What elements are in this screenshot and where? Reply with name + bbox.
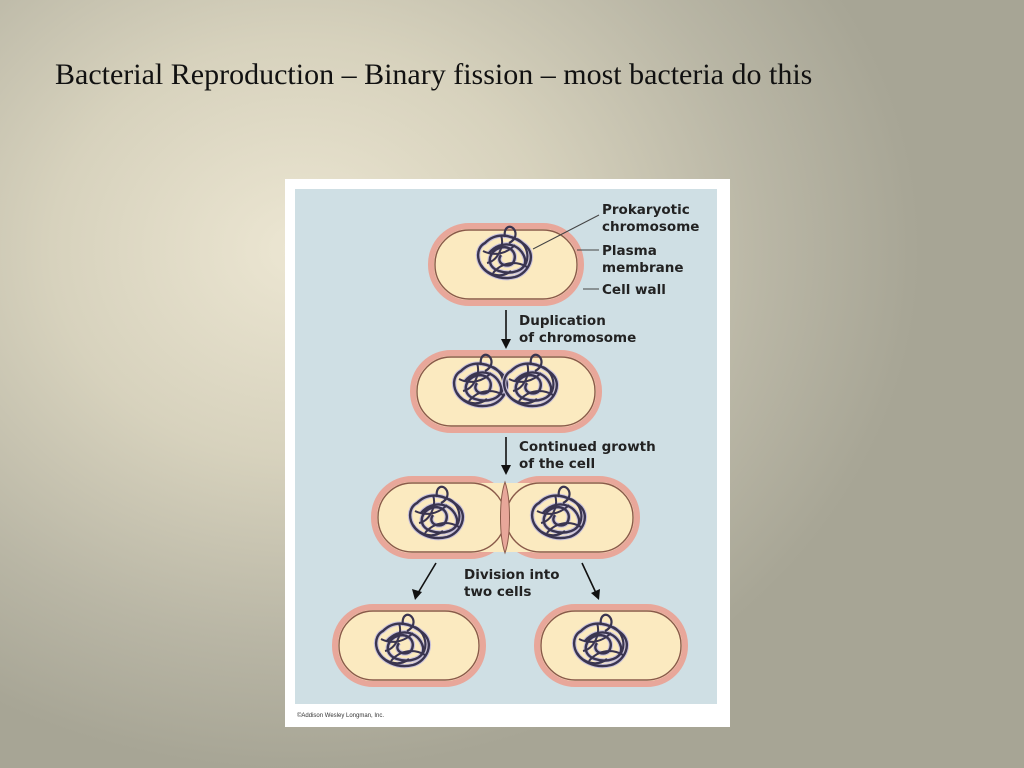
label-line: chromosome (602, 219, 699, 235)
binary-fission-diagram: Prokaryotic chromosome Plasma membrane C… (297, 202, 699, 719)
label-line: Plasma (602, 243, 657, 259)
step-line: Duplication (519, 313, 606, 329)
arrow-head (591, 589, 600, 600)
label-cell-wall: Cell wall (602, 282, 666, 298)
label-prokaryotic-chromosome: Prokaryotic chromosome (602, 202, 699, 235)
step-duplication-label: Duplication of chromosome (519, 313, 636, 346)
step-line: two cells (464, 584, 531, 600)
label-line: membrane (602, 260, 684, 276)
step-line: of chromosome (519, 330, 636, 346)
step-line: Division into (464, 567, 559, 583)
dividing-cell (371, 476, 640, 559)
arrow-down-right (581, 562, 597, 594)
step-line: Continued growth (519, 439, 656, 455)
arrow-head (412, 589, 422, 600)
label-line: Prokaryotic (602, 202, 690, 218)
arrow-head (501, 465, 511, 475)
original-cell (428, 223, 584, 306)
daughter-cell-left (332, 604, 486, 687)
label-plasma-membrane: Plasma membrane (602, 243, 684, 276)
arrow-head (501, 339, 511, 349)
step-growth-label: Continued growth of the cell (519, 439, 660, 472)
daughter-cell-right (534, 604, 688, 687)
step-line: of the cell (519, 456, 595, 472)
callout-line (532, 214, 600, 250)
binary-fission-figure: Prokaryotic chromosome Plasma membrane C… (285, 179, 730, 727)
arrow-down-left (417, 562, 437, 594)
step-division-label: Division into two cells (464, 567, 564, 600)
copyright-text: ©Addison Wesley Longman, Inc. (297, 712, 384, 719)
slide-title: Bacterial Reproduction – Binary fission … (55, 58, 813, 91)
duplicated-chromosome-cell (410, 350, 602, 433)
